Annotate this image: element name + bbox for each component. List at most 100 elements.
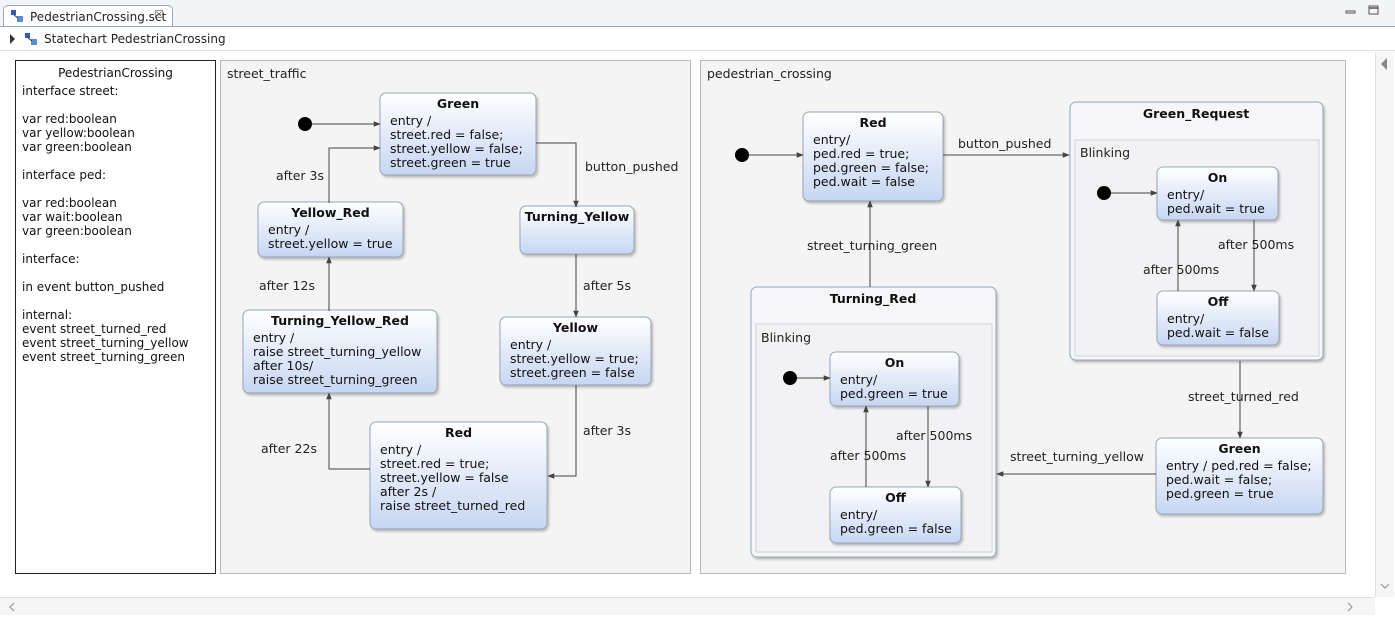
transition-label[interactable]: after 500ms	[896, 428, 972, 443]
transition-label[interactable]: street_turned_red	[1188, 389, 1299, 404]
horizontal-scrollbar[interactable]	[0, 597, 1375, 615]
state-behavior-line: raise street_turned_red	[380, 498, 525, 513]
state-behavior-line: entry/	[813, 132, 851, 147]
definition-line: var green:boolean	[22, 224, 132, 238]
state-name: On	[1208, 170, 1228, 185]
state-st-turning-yellow[interactable]: Turning_Yellow	[519, 205, 635, 255]
state-st-green[interactable]: Green entry /street.red = false;street.ye…	[379, 92, 537, 176]
initial-state[interactable]	[298, 117, 312, 131]
state-behavior-line: ped.wait = false;	[1166, 472, 1272, 487]
maximize-icon[interactable]	[1368, 5, 1379, 15]
state-name: Green	[1218, 441, 1260, 456]
state-name: Yellow_Red	[290, 205, 369, 221]
transition-label[interactable]: street_turning_green	[807, 238, 937, 253]
transition-label[interactable]: after 3s	[583, 423, 631, 438]
vertical-scrollbar[interactable]	[1375, 52, 1394, 597]
editor-tab[interactable]: PedestrianCrossing.sct ☒	[3, 5, 173, 27]
transition-label[interactable]: after 500ms	[1218, 237, 1294, 252]
definition-line: internal:	[22, 308, 73, 322]
transition-label[interactable]: after 22s	[261, 441, 317, 456]
region-label: street_traffic	[227, 66, 307, 81]
transition-label[interactable]: after 5s	[583, 278, 631, 293]
definition-line: var wait:boolean	[22, 210, 123, 224]
definition-line: event street_turning_green	[22, 350, 185, 364]
state-name: Turning_Yellow	[525, 209, 630, 225]
transition-label[interactable]: after 12s	[259, 278, 315, 293]
state-behavior-line: street.green = false	[510, 365, 635, 380]
state-pd-green[interactable]: Green entry / ped.red = false;ped.wait = …	[1155, 437, 1324, 515]
definition-line: interface:	[22, 252, 80, 266]
editor-tab-bar: PedestrianCrossing.sct ☒	[0, 0, 1395, 27]
state-behavior-line: street.red = false;	[390, 127, 503, 142]
definition-line: in event button_pushed	[22, 280, 165, 294]
transition-line[interactable]	[547, 385, 577, 479]
state-behavior-line: street.yellow = true;	[510, 351, 639, 366]
state-behavior-line: entry / ped.red = false;	[1166, 458, 1312, 473]
transition-line[interactable]	[328, 145, 381, 203]
divider	[0, 50, 1395, 51]
transition-line[interactable]	[536, 142, 579, 208]
initial-state[interactable]	[1097, 186, 1111, 200]
editor-tab-label: PedestrianCrossing.sct	[30, 10, 167, 24]
state-behavior-line: street.yellow = true	[268, 236, 393, 251]
state-behavior-line: ped.green = true	[840, 386, 948, 401]
breadcrumb-label[interactable]: Statechart PedestrianCrossing	[44, 32, 226, 46]
editor-border	[0, 26, 1395, 618]
state-behavior-line: street.red = true;	[380, 456, 489, 471]
state-behavior-line: raise street_turning_yellow	[253, 344, 421, 359]
state-behavior-line: ped.green = false	[840, 521, 952, 536]
transition-line[interactable]	[326, 392, 370, 470]
state-name: Green_Request	[1143, 106, 1249, 122]
initial-state[interactable]	[735, 148, 749, 162]
state-behavior-line: ped.wait = true	[1167, 201, 1265, 216]
scroll-down-icon[interactable]	[1380, 582, 1390, 590]
expand-arrow-icon[interactable]	[10, 34, 15, 44]
state-behavior-line: after 2s /	[380, 484, 437, 499]
state-behavior-line: ped.green = false;	[813, 160, 929, 175]
state-behavior-line: entry /	[390, 113, 432, 128]
initial-state[interactable]	[783, 371, 797, 385]
region-label: pedestrian_crossing	[707, 66, 832, 81]
state-behavior-line: entry/	[1167, 187, 1205, 202]
scroll-left-icon[interactable]	[8, 602, 16, 612]
state-behavior-line: entry /	[510, 337, 552, 352]
transition-label[interactable]: after 500ms	[830, 448, 906, 463]
collapse-panel-icon[interactable]	[1381, 58, 1387, 70]
state-behavior-line: ped.wait = false	[813, 174, 915, 189]
region-label: Blinking	[1080, 145, 1130, 160]
close-tab-icon[interactable]: ☒	[154, 8, 164, 21]
definition-line: var green:boolean	[22, 140, 132, 154]
state-behavior-line: entry /	[253, 330, 295, 345]
transition-label[interactable]: button_pushed	[585, 159, 678, 174]
state-behavior-line: entry/	[1167, 311, 1205, 326]
state-name: Yellow	[552, 320, 599, 335]
transition-label[interactable]: button_pushed	[958, 136, 1051, 151]
definition-section[interactable]: PedestrianCrossing interface street: var…	[15, 60, 216, 574]
definition-title: PedestrianCrossing	[58, 66, 173, 80]
scroll-right-icon[interactable]	[1346, 602, 1354, 612]
definition-line: var red:boolean	[22, 196, 117, 210]
state-behavior-line: street.yellow = false;	[390, 141, 523, 156]
minimize-icon[interactable]	[1345, 5, 1356, 15]
state-behavior-line: entry/	[840, 372, 878, 387]
state-name: Red	[859, 115, 886, 130]
statechart-file-icon	[11, 10, 23, 22]
transition-label[interactable]: street_turning_yellow	[1010, 449, 1144, 464]
transition-label[interactable]: after 500ms	[1143, 262, 1219, 277]
transition-label[interactable]: after 3s	[276, 168, 324, 183]
state-name: Off	[885, 490, 907, 505]
state-name: Green	[437, 96, 479, 111]
definition-line: event street_turning_yellow	[22, 336, 189, 350]
state-behavior-line: street.green = true	[390, 155, 511, 170]
statechart-icon	[25, 33, 37, 45]
state-behavior-line: street.yellow = false	[380, 470, 509, 485]
